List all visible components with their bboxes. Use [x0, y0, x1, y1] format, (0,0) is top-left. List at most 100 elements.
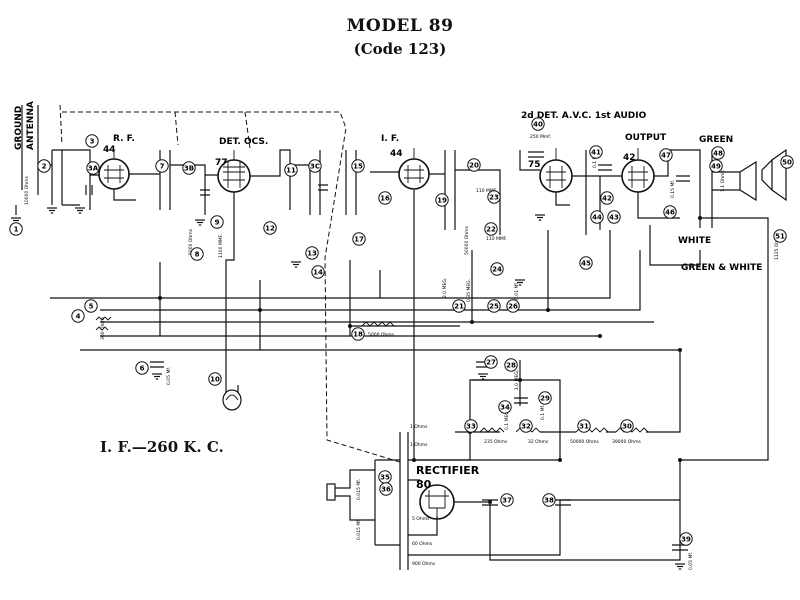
value-40: 250 Mmf.	[530, 134, 551, 140]
green-wire-label: GREEN	[699, 135, 733, 145]
value-34: 0.1 MEG.	[504, 410, 510, 430]
part-number: 51	[775, 233, 785, 241]
model-title: MODEL 89	[346, 16, 454, 36]
tube-det-avc: 75	[528, 148, 573, 193]
part-callout-49: 49	[709, 159, 723, 173]
value-2: 10000 Ohms	[24, 175, 30, 205]
value-t2: 1 Ohms	[410, 442, 428, 448]
part-number: 39	[681, 536, 691, 544]
part-callout-25: 25	[487, 299, 501, 313]
part-callout-2: 2	[37, 159, 51, 173]
part-callout-3: 3	[85, 134, 99, 148]
part-number: 7	[160, 163, 165, 171]
part-callout-1: 1	[9, 222, 23, 236]
part-callouts: 1234567891011121314151617181920212223242…	[9, 117, 794, 546]
value-5: 300 Ohms	[100, 316, 106, 340]
part-number: 8	[195, 251, 200, 259]
part-number: 26	[508, 303, 518, 311]
part-number: 16	[380, 195, 390, 203]
tube-rf: 44	[98, 145, 130, 190]
white-wire-label: WHITE	[678, 236, 711, 246]
stage-labels: R. F. DET. OCS. I. F. 2d DET. A.V.C. 1st…	[113, 111, 667, 477]
part-callout-24: 24	[490, 262, 504, 276]
part-callout-45: 45	[579, 256, 593, 270]
part-callout-3c: 3C	[308, 159, 322, 173]
part-number: 17	[354, 236, 364, 244]
tube-output: 42	[621, 148, 655, 193]
part-number: 25	[489, 303, 499, 311]
part-callout-10: 10	[208, 372, 222, 386]
part-number: 4	[76, 313, 81, 321]
part-number: 37	[502, 497, 512, 505]
part-number: 47	[661, 152, 671, 160]
value-26: 0.01 Mf.	[514, 282, 520, 300]
part-number: 14	[313, 269, 323, 277]
part-callout-14: 14	[311, 265, 325, 279]
part-number: 36	[381, 486, 391, 494]
part-number: 1	[14, 226, 19, 234]
value-25: 0.35 MEG.	[466, 279, 472, 302]
part-number: 32	[521, 423, 531, 431]
part-callout-8: 8	[190, 247, 204, 261]
part-number: 12	[265, 225, 275, 233]
part-callout-28: 28	[504, 358, 518, 372]
tube-rectifier-number: 80	[416, 478, 432, 491]
part-number: 21	[454, 303, 464, 311]
part-callout-18: 18	[351, 327, 365, 341]
value-31: 50000 Ohms	[570, 439, 600, 445]
tube-rectifier: 80	[416, 478, 455, 520]
gang-linkage	[59, 104, 401, 463]
part-number: 38	[544, 497, 554, 505]
part-number: 46	[665, 209, 675, 217]
part-callout-21: 21	[452, 299, 466, 313]
part-number: 29	[540, 395, 550, 403]
part-number: 11	[286, 167, 296, 175]
component-values: 250 Mmf. 110 MMF. 110 MMF. 5000 Ohms 235…	[24, 134, 780, 570]
value-22b: 110 MMF.	[486, 236, 507, 242]
part-callout-3a: 3A	[86, 161, 100, 175]
part-callout-38: 38	[542, 493, 556, 507]
green-white-wire-label: GREEN & WHITE	[681, 263, 762, 273]
part-callout-35: 35	[378, 470, 392, 484]
part-callout-39: 39	[679, 532, 693, 546]
part-number: 27	[486, 359, 496, 367]
value-9: 1100 MMF.	[218, 234, 224, 258]
part-callout-48: 48	[711, 146, 725, 160]
tube-rf-number: 44	[103, 145, 116, 155]
value-36a: 0.015 Mf.	[356, 479, 362, 500]
value-28: 1.0 MEG.	[514, 370, 520, 390]
tube-det-osc-number: 77	[215, 158, 228, 168]
part-number: 50	[782, 159, 792, 167]
part-callout-44: 44	[590, 210, 604, 224]
part-number: 22	[486, 226, 496, 234]
tube-det-osc: 77	[215, 150, 251, 193]
value-47: 0.15 Mf.	[670, 180, 676, 198]
part-callout-46: 46	[663, 205, 677, 219]
part-number: 33	[466, 423, 476, 431]
antenna-label: ANTENNA	[26, 101, 36, 150]
part-number: 13	[307, 250, 317, 258]
part-number: 43	[609, 214, 619, 222]
part-number: 45	[581, 260, 591, 268]
ground-label: GROUND	[14, 106, 24, 150]
part-callout-43: 43	[607, 210, 621, 224]
code-title: (Code 123)	[353, 40, 447, 58]
part-number: 41	[591, 149, 601, 157]
part-number: 9	[215, 219, 220, 227]
part-number: 3B	[184, 165, 194, 173]
tube-det-avc-number: 75	[528, 160, 541, 170]
value-6: 0.05 Mf.	[166, 367, 172, 385]
output-stage-label: OUTPUT	[625, 133, 667, 143]
tube-output-number: 42	[623, 153, 636, 163]
part-callout-40: 40	[531, 117, 545, 131]
part-callout-6: 6	[135, 361, 149, 375]
part-callout-51: 51	[773, 229, 787, 243]
part-number: 49	[711, 163, 721, 171]
part-number: 19	[437, 197, 447, 205]
value-18: 5000 Ohms	[368, 332, 395, 338]
part-number: 35	[380, 474, 390, 482]
part-callout-27: 27	[484, 355, 498, 369]
part-callout-7: 7	[155, 159, 169, 173]
value-21: 2.0 MEG.	[442, 278, 448, 298]
